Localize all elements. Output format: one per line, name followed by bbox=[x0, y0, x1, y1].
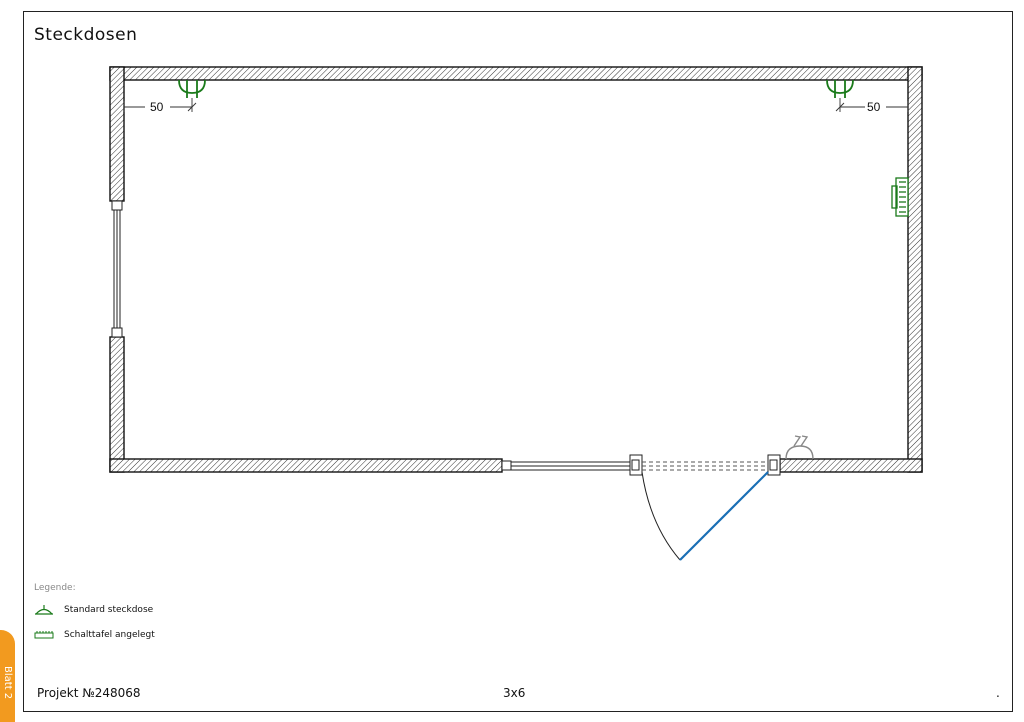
window-bottom bbox=[501, 460, 630, 471]
window-left bbox=[111, 200, 123, 338]
legend-heading: Legende: bbox=[34, 583, 76, 593]
walls bbox=[109, 66, 923, 473]
door-swing-arc bbox=[641, 471, 681, 561]
drawing-frame bbox=[23, 11, 1013, 712]
door bbox=[629, 454, 781, 561]
wall-top bbox=[109, 66, 923, 81]
wall-left-upper bbox=[109, 66, 125, 202]
page-title: Steckdosen bbox=[34, 25, 138, 45]
light-switch-icon bbox=[785, 435, 814, 460]
legend-item-label: Schalttafel angelegt bbox=[64, 630, 155, 640]
wall-bottom-right bbox=[779, 458, 923, 473]
sheet-tab[interactable]: Blatt 2 bbox=[0, 630, 15, 722]
door-leaf bbox=[679, 471, 769, 561]
wall-right bbox=[907, 66, 923, 473]
outlet-top-right-icon bbox=[826, 79, 854, 98]
container-size: 3x6 bbox=[503, 686, 526, 700]
electrical-panel-icon bbox=[891, 177, 909, 217]
dimension-right bbox=[835, 98, 909, 112]
dimension-left bbox=[123, 98, 197, 112]
sheet-tab-label: Blatt 2 bbox=[2, 666, 13, 700]
dimension-right-label: 50 bbox=[867, 100, 881, 114]
outlet-icon bbox=[35, 605, 53, 615]
wall-bottom-left bbox=[109, 458, 503, 473]
dimension-left-label: 50 bbox=[150, 100, 164, 114]
footer-dot: . bbox=[996, 686, 1000, 700]
panel-icon bbox=[34, 631, 54, 639]
wall-left-lower bbox=[109, 336, 125, 473]
legend-item-label: Standard steckdose bbox=[64, 605, 154, 615]
legend-item-outlet: Standard steckdose bbox=[34, 604, 153, 616]
project-number: Projekt №248068 bbox=[37, 686, 141, 700]
outlet-top-left-icon bbox=[178, 79, 206, 98]
legend-item-panel: Schalttafel angelegt bbox=[34, 630, 155, 640]
